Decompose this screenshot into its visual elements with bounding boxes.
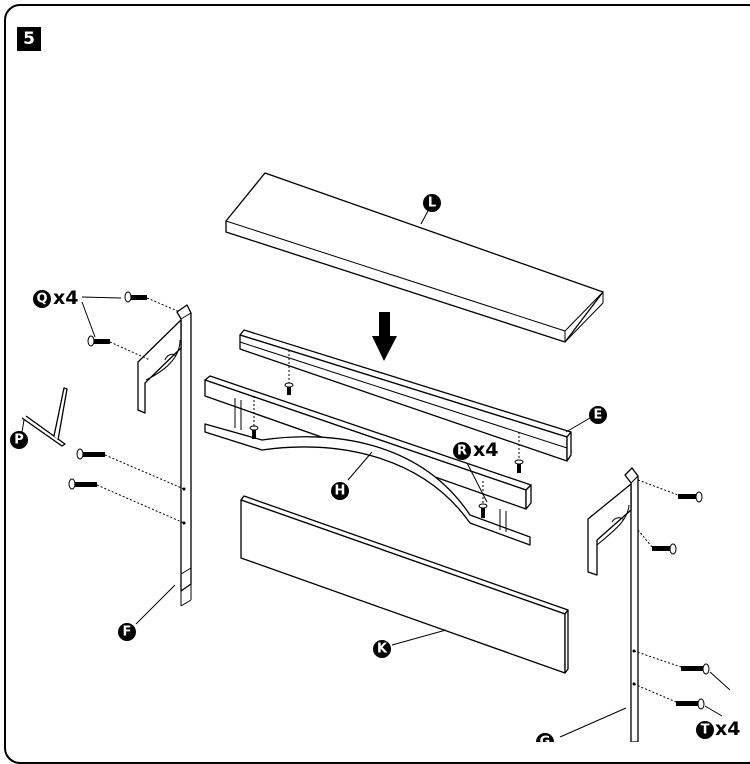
allen-key-p [21,387,68,447]
svg-text:E: E [594,408,603,423]
leader-r [466,462,488,503]
part-label-f: F [118,623,136,641]
part-label-q: Q x4 [33,287,78,309]
part-label-t: T x4 [696,718,740,740]
part-label-k: K [373,640,391,658]
part-label-l: L [423,194,441,212]
svg-text:L: L [428,196,436,211]
leg-f-screws [68,448,185,524]
part-label-h: H [331,482,349,500]
rail-screws [249,350,524,518]
svg-text:G: G [540,735,551,743]
leader-f [135,584,176,625]
svg-text:R: R [457,444,467,459]
leader-e [565,417,591,433]
screws-q [81,291,181,361]
svg-text:K: K [377,642,388,657]
down-arrow [372,312,397,361]
svg-text:F: F [123,625,132,640]
quantity-t: x4 [715,718,740,740]
part-label-e: E [589,406,607,424]
svg-text:Q: Q [36,292,47,307]
svg-text:P: P [14,433,24,448]
quantity-r: x4 [473,439,498,461]
svg-text:H: H [335,484,346,499]
step-number-badge: 5 [17,27,41,51]
rail-e [239,329,572,462]
assembly-diagram: L E H K F G P Q x4 R x4 T x4 [10,172,740,742]
leg-f [137,304,192,607]
part-label-r: R x4 [453,439,498,461]
part-label-p: P [10,431,28,449]
part-label-g: G [536,733,554,742]
svg-text:T: T [701,723,710,738]
panel-k [240,495,569,674]
leg-g-screws [633,479,731,717]
shelf-board-l [225,172,604,343]
rail-h [204,375,532,546]
leg-g [587,467,639,742]
leader-k [391,629,447,646]
leader-p [21,419,25,433]
leader-h [347,451,373,481]
quantity-q: x4 [53,287,78,309]
leader-g [559,707,627,738]
